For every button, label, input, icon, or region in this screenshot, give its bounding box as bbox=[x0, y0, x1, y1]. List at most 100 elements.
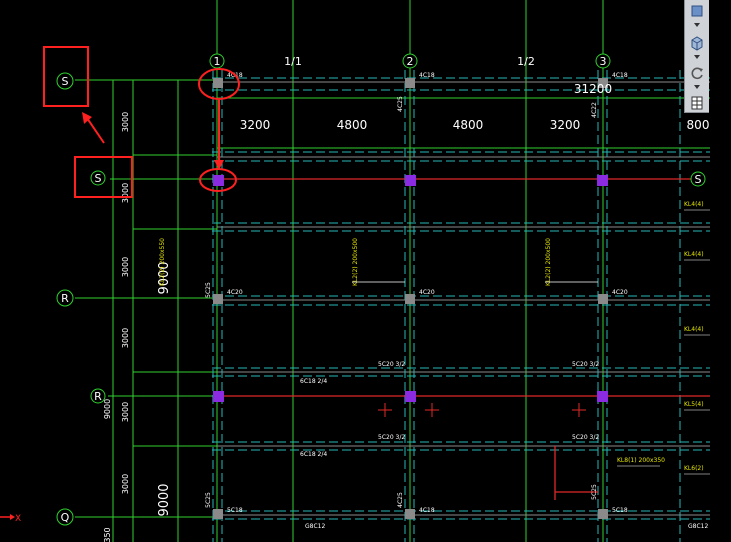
highlight-ellipse bbox=[199, 168, 237, 192]
column-gray bbox=[213, 509, 223, 519]
side-label: 5C25 bbox=[205, 492, 212, 508]
axis-label-row-r: R bbox=[94, 390, 102, 403]
column-purple bbox=[213, 175, 224, 186]
axis-label-col-2: 2 bbox=[407, 55, 414, 68]
beam-mark: 5C20 3/2 bbox=[572, 434, 599, 441]
right-note: KL4(4) bbox=[684, 201, 704, 208]
beam-mark: 5C20 3/2 bbox=[378, 434, 405, 441]
axis-label-col-1-1: 1/1 bbox=[284, 55, 302, 68]
axis-label-row-s-top: S bbox=[62, 75, 69, 88]
chevron-down-icon[interactable] bbox=[687, 82, 707, 92]
beam-mark: 6C18 2/4 bbox=[300, 378, 327, 385]
side-label: 5C25 bbox=[205, 282, 212, 298]
vertical-dimension: 3000 bbox=[121, 112, 130, 132]
beam-mark: 6C18 2/4 bbox=[300, 451, 327, 458]
beam-mark: 5C20 3/2 bbox=[572, 361, 599, 368]
highlight-ellipse bbox=[198, 68, 240, 100]
right-note: KL8(1) 200x350 bbox=[617, 457, 665, 464]
small-dimension: 9000 bbox=[103, 399, 112, 419]
big-dimension: 9000 bbox=[157, 483, 172, 516]
vertical-annotations: KL2(2) 200x550 KL2(2) 200x500 KL2(2) 200… bbox=[159, 238, 552, 286]
beam-lines bbox=[212, 70, 710, 542]
highlight-arrow-diagonal bbox=[86, 117, 105, 144]
right-note-lines bbox=[617, 209, 710, 475]
beam-annotation: KL2(2) 200x500 bbox=[545, 238, 552, 286]
column-mark: 5C18 bbox=[612, 507, 628, 514]
axis-label-col-1: 1 bbox=[214, 55, 221, 68]
column-gray bbox=[405, 509, 415, 519]
total-dimension: 31200 bbox=[574, 82, 612, 96]
column-gray bbox=[213, 294, 223, 304]
beam-mark: G8C12 bbox=[688, 523, 708, 530]
red-highlights bbox=[43, 46, 240, 198]
span-dimension: 3200 bbox=[240, 118, 271, 132]
right-note: KL5(4) bbox=[684, 401, 704, 408]
column-gray bbox=[213, 78, 223, 88]
right-notes: KL4(4) KL4(4) KL4(4) KL5(4) KL8(1) 200x3… bbox=[617, 201, 704, 472]
column-mark: 4C20 bbox=[419, 289, 435, 296]
cube-view-icon[interactable] bbox=[687, 2, 707, 20]
columns bbox=[213, 78, 608, 519]
column-mark: 4C18 bbox=[419, 507, 435, 514]
column-gray bbox=[598, 78, 608, 88]
arrow-head bbox=[214, 160, 224, 170]
span-dimension: 3200 bbox=[550, 118, 581, 132]
axis-label-row-s: S bbox=[95, 172, 102, 185]
axis-label-row-s-right: S bbox=[695, 173, 702, 186]
row-axis-bubbles: S S R R Q S bbox=[56, 72, 706, 526]
structural-grid bbox=[217, 81, 710, 516]
beam-annotation: KL2(2) 200x550 bbox=[159, 238, 166, 286]
column-axis-bubbles: 1 1/1 2 1/2 3 bbox=[209, 53, 611, 69]
column-purple bbox=[405, 175, 416, 186]
vertical-dimension: 3000 bbox=[121, 183, 130, 203]
chevron-down-icon[interactable] bbox=[687, 52, 707, 62]
chevron-down-icon[interactable] bbox=[687, 20, 707, 30]
beam-mark: 5C20 3/2 bbox=[378, 361, 405, 368]
column-gray bbox=[598, 509, 608, 519]
side-label: 4C25 bbox=[397, 492, 404, 508]
view-cube-icon[interactable] bbox=[687, 34, 707, 52]
side-label: 4C22 bbox=[591, 102, 598, 118]
column-mark: 4C20 bbox=[227, 289, 243, 296]
column-mark: 5C18 bbox=[227, 507, 243, 514]
column-purple bbox=[213, 391, 224, 402]
side-label: 4C25 bbox=[397, 96, 404, 112]
grid-sheet-icon[interactable] bbox=[687, 94, 707, 112]
beam-marks: 5C20 3/2 5C20 3/2 5C20 3/2 5C20 3/2 6C18… bbox=[300, 361, 708, 530]
vertical-dimensions: 3000 3000 3000 3000 3000 3000 9000 350 9… bbox=[103, 112, 172, 542]
axis-label-col-1-2: 1/2 bbox=[517, 55, 535, 68]
span-dimension: 4800 bbox=[337, 118, 368, 132]
side-labels: 4C25 4C25 5C25 5C25 4C22 5C25 bbox=[205, 96, 598, 508]
column-mark: 4C18 bbox=[612, 72, 628, 79]
column-gray bbox=[405, 78, 415, 88]
right-note: KL4(4) bbox=[684, 326, 704, 333]
column-purple bbox=[405, 391, 416, 402]
column-mark: 4C20 bbox=[612, 289, 628, 296]
vertical-dimension: 3000 bbox=[121, 402, 130, 422]
column-mark: 4C18 bbox=[419, 72, 435, 79]
column-purple bbox=[597, 175, 608, 186]
red-marks bbox=[378, 403, 586, 417]
column-gray bbox=[598, 294, 608, 304]
highlight-box bbox=[43, 46, 89, 107]
vertical-dimension: 3000 bbox=[121, 257, 130, 277]
vertical-dimension: 3000 bbox=[121, 474, 130, 494]
right-note: KL6(2) bbox=[684, 465, 704, 472]
vertical-dimension: 3000 bbox=[121, 328, 130, 348]
horizontal-dimensions: 31200 3200 4800 4800 3200 800 bbox=[240, 82, 710, 132]
small-dimension: 350 bbox=[103, 527, 112, 542]
axis-label-col-3: 3 bbox=[600, 55, 607, 68]
axis-label-row-q: Q bbox=[61, 511, 70, 524]
orbit-icon[interactable] bbox=[687, 64, 707, 82]
navigation-bar bbox=[684, 0, 709, 113]
span-dimension: 4800 bbox=[453, 118, 484, 132]
axis-label-row-r-outer: R bbox=[61, 292, 69, 305]
big-dimension: 9000 bbox=[157, 261, 172, 294]
ucs-icon: X bbox=[0, 514, 21, 524]
side-label: 5C25 bbox=[591, 484, 598, 500]
column-purple bbox=[597, 391, 608, 402]
beam-annotation: KL2(2) 200x500 bbox=[352, 238, 359, 286]
partial-dimension: 800 bbox=[687, 118, 710, 132]
column-gray bbox=[405, 294, 415, 304]
